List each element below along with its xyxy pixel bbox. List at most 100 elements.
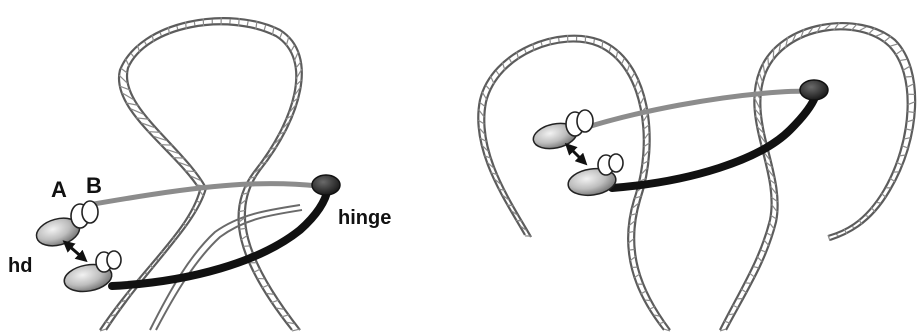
engagement-arrow [68, 245, 84, 259]
label-a: A [51, 177, 67, 202]
helix-rung [266, 294, 273, 295]
helix-rung [629, 249, 635, 250]
helix-rung [645, 300, 651, 301]
label-b: B [86, 173, 102, 198]
helix-rung [286, 36, 289, 45]
helix-rung [160, 145, 173, 146]
helix-rung [482, 92, 487, 100]
helix-rung [294, 52, 298, 62]
panel-single-loop: A B hd hinge [8, 17, 391, 331]
helix-rung [172, 158, 184, 159]
smc-arm-dark-right [612, 94, 816, 188]
helix-rung [883, 36, 891, 42]
helix-rung [876, 33, 883, 36]
helix-rung [876, 202, 880, 203]
helix-rung [131, 53, 134, 57]
helix-rung [291, 45, 294, 51]
helix-rung [753, 267, 758, 268]
helix-rung [167, 246, 170, 247]
helix-rung [496, 71, 499, 75]
helix-rung [865, 216, 869, 217]
label-hinge: hinge [338, 207, 391, 229]
helix-rung [836, 234, 838, 236]
helix-rung [121, 68, 127, 73]
helix-rung [509, 58, 511, 62]
helix-rung [868, 28, 875, 35]
helix-rung [200, 191, 204, 197]
helix-rung [890, 44, 898, 46]
helix-rung [759, 73, 762, 82]
helix-rung [247, 21, 248, 26]
kleisin-coils-lower [96, 251, 121, 272]
helix-rung [239, 18, 240, 26]
helix-rung [761, 250, 766, 252]
helix-rung [627, 64, 630, 73]
helix-rung [516, 220, 522, 221]
helix-rung [900, 59, 908, 60]
helix-rung [640, 96, 645, 105]
helix-rung [741, 289, 747, 293]
helix-rung [185, 171, 196, 172]
engagement-arrow-right [570, 148, 584, 162]
dna-loop-right [720, 23, 915, 330]
helix-rung [271, 300, 279, 303]
helix-rung [749, 273, 755, 278]
helix-rung [144, 41, 146, 44]
helix-rung [637, 90, 641, 95]
helix-rung [188, 217, 191, 218]
helix-rung [771, 215, 776, 219]
helix-rung [160, 32, 161, 35]
helix-rung [852, 226, 855, 227]
helix-rung [757, 257, 762, 262]
helix-rung [541, 42, 542, 46]
helix-rung [490, 76, 494, 84]
helix-rung [745, 283, 751, 284]
helix-rung [525, 49, 527, 53]
helix-rung [767, 233, 772, 236]
helix-rung [550, 38, 551, 45]
helix-rung [177, 26, 178, 30]
helix-rung [903, 66, 911, 71]
helix-rung [197, 201, 200, 202]
helix-rung [905, 76, 913, 77]
helix-rung [635, 79, 639, 88]
helix-rung [262, 285, 269, 288]
helix-rung [622, 58, 625, 63]
helix-rung [194, 22, 195, 26]
helix-rung [643, 114, 648, 122]
helix-rung [239, 228, 245, 229]
label-hd: hd [8, 255, 32, 277]
helix-rung [186, 22, 187, 29]
helix-rung [156, 259, 159, 260]
panel-double-loop [478, 22, 915, 331]
helix-rung [769, 222, 774, 229]
kleisin-coils-lower-right [598, 154, 623, 175]
helix-rung [631, 73, 635, 78]
helix-rung [871, 207, 875, 211]
helix-rung [881, 193, 886, 197]
helix-rung [763, 63, 765, 76]
helix-rung [609, 47, 611, 52]
hinge-domain-right [800, 80, 828, 100]
helix-rung [241, 235, 247, 239]
helix-rung [842, 24, 848, 28]
smc-arm-light-right [578, 91, 812, 130]
helix-rung [764, 240, 769, 246]
helix-rung [125, 59, 129, 67]
helix-rung [768, 57, 769, 66]
helix-rung [502, 62, 505, 70]
helix-rung [480, 102, 485, 106]
helix-rung [486, 85, 490, 89]
helix-rung [594, 39, 595, 43]
helix-rung [280, 32, 282, 38]
helix-rung [907, 84, 915, 88]
helix-rung [264, 25, 265, 30]
kleisin-coils-upper [71, 201, 98, 228]
helix-rung [147, 132, 160, 133]
helix-rung [253, 269, 260, 272]
hinge-domain [312, 175, 340, 195]
kleisin-coils-upper-right [566, 110, 593, 136]
helix-rung [757, 80, 761, 93]
helix-rung [860, 27, 867, 31]
